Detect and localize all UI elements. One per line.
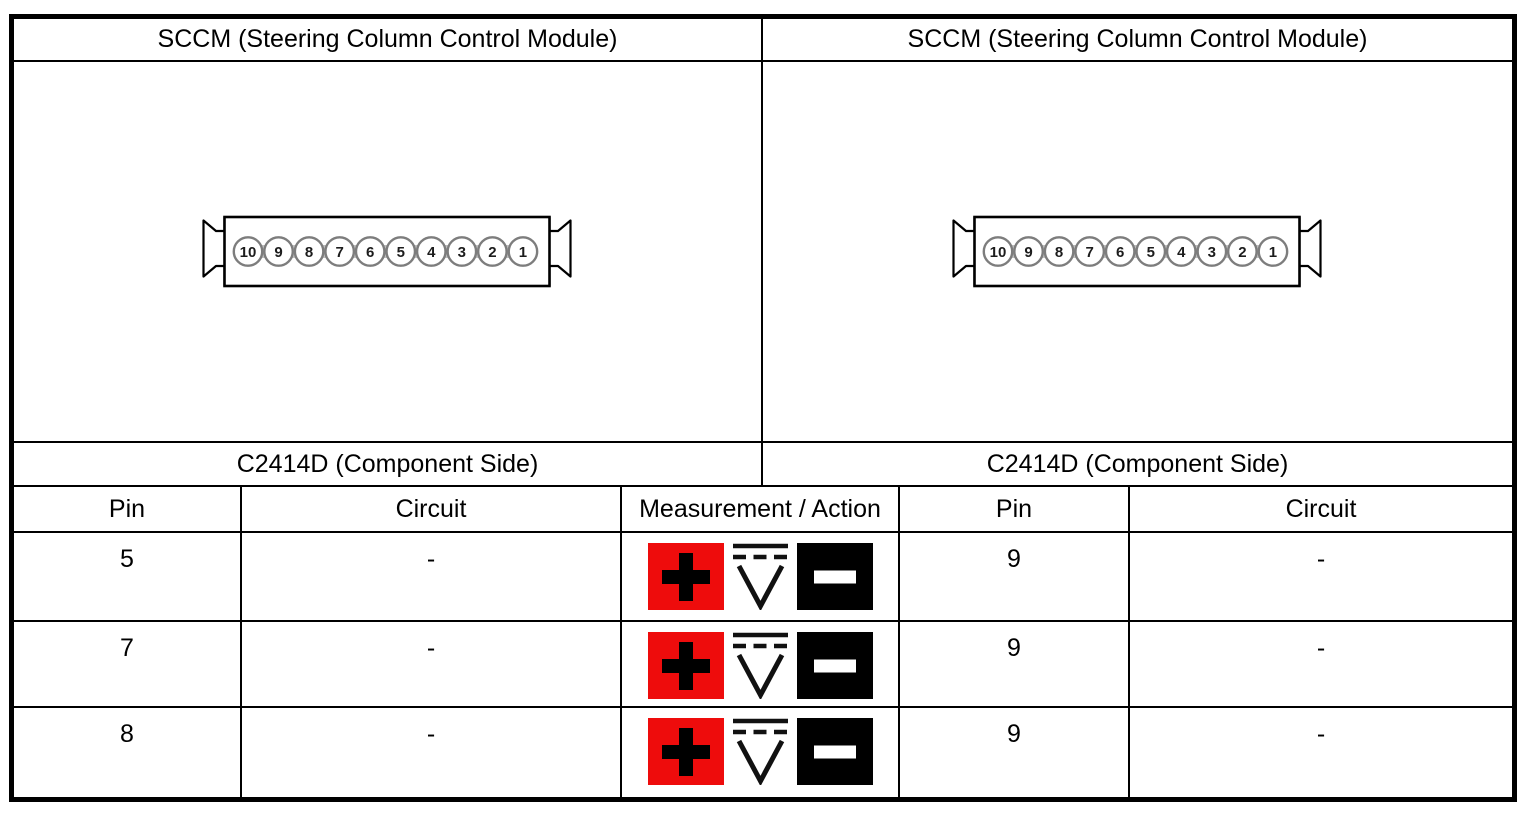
measurement-cell bbox=[622, 622, 900, 708]
connector-pin bbox=[385, 236, 417, 267]
dc-voltage-icon bbox=[732, 632, 788, 699]
dc-voltage-icon bbox=[732, 543, 788, 610]
connector-pin-number: 8 bbox=[1055, 244, 1063, 261]
connector-pin bbox=[293, 236, 325, 267]
connector-pins: 10 9 8 7 6 5 4 3 2 1 bbox=[232, 236, 539, 267]
connector-diagram: 10 9 8 7 6 5 4 3 2 1 bbox=[952, 215, 1322, 288]
pin-cell: 9 bbox=[900, 533, 1130, 622]
connector-pin-number: 9 bbox=[1024, 244, 1032, 261]
module-header-right: SCCM (Steering Column Control Module) bbox=[763, 19, 1512, 62]
circuit-column-header-right: Circuit bbox=[1130, 487, 1512, 533]
pin-cell: 5 bbox=[14, 533, 242, 622]
connector-pin bbox=[1074, 236, 1106, 267]
connector-wing-right bbox=[548, 217, 572, 286]
connector-pin bbox=[263, 236, 294, 267]
connector-pin bbox=[1043, 236, 1075, 267]
connector-panel-right: 10 9 8 7 6 5 4 3 2 1 bbox=[763, 62, 1512, 443]
connector-pins: 10 9 8 7 6 5 4 3 2 1 bbox=[982, 236, 1289, 267]
connector-pin bbox=[1135, 236, 1167, 267]
pin-cell: 8 bbox=[14, 708, 242, 797]
positive-lead-icon bbox=[647, 543, 724, 610]
measurement-cell bbox=[622, 533, 900, 622]
connector-pin-number: 5 bbox=[397, 244, 405, 261]
connector-pin bbox=[1013, 236, 1044, 267]
dc-voltage-icon bbox=[732, 718, 788, 785]
positive-lead-icon bbox=[647, 718, 724, 785]
pin-column-header-right: Pin bbox=[900, 487, 1130, 533]
circuit-column-header-left: Circuit bbox=[242, 487, 622, 533]
connector-wing-left bbox=[952, 217, 976, 286]
connector-pin-number: 6 bbox=[1116, 244, 1124, 261]
minus-icon bbox=[813, 745, 856, 758]
connector-pin bbox=[354, 236, 386, 267]
connector-pin-number: 7 bbox=[1085, 244, 1093, 261]
connector-pin bbox=[446, 236, 478, 267]
connector-pin-number: 5 bbox=[1147, 244, 1155, 261]
connector-wing-right bbox=[1298, 217, 1322, 286]
minus-icon bbox=[813, 659, 856, 672]
connector-pin bbox=[1165, 236, 1197, 267]
connector-pin-number: 1 bbox=[519, 244, 527, 261]
measurement-cell bbox=[622, 708, 900, 797]
circuit-cell: - bbox=[1130, 708, 1512, 797]
connector-label-right: C2414D (Component Side) bbox=[763, 443, 1512, 487]
connector-pin-number: 7 bbox=[335, 244, 343, 261]
circuit-cell: - bbox=[1130, 533, 1512, 622]
connector-pin-number: 3 bbox=[458, 244, 466, 261]
circuit-cell: - bbox=[242, 533, 622, 622]
connector-pin bbox=[507, 236, 539, 267]
pin-cell: 9 bbox=[900, 708, 1130, 797]
connector-pin bbox=[1257, 236, 1289, 267]
circuit-cell: - bbox=[242, 708, 622, 797]
connector-pin-number: 1 bbox=[1269, 244, 1277, 261]
connector-pin-number: 8 bbox=[305, 244, 313, 261]
connector-wing-left bbox=[202, 217, 226, 286]
connector-pin bbox=[1226, 236, 1258, 267]
connector-pin-number: 4 bbox=[427, 244, 436, 261]
connector-pin-number: 6 bbox=[366, 244, 374, 261]
circuit-cell: - bbox=[1130, 622, 1512, 708]
connector-pin-number: 10 bbox=[240, 244, 257, 261]
connector-pin bbox=[415, 236, 447, 267]
pin-column-header-left: Pin bbox=[14, 487, 242, 533]
module-header-left: SCCM (Steering Column Control Module) bbox=[14, 19, 763, 62]
connector-pin bbox=[476, 236, 508, 267]
connector-pin bbox=[1104, 236, 1136, 267]
connector-pin bbox=[1196, 236, 1228, 267]
connector-panel-left: 10 9 8 7 6 5 4 3 2 1 bbox=[14, 62, 763, 443]
measurement-action-header: Measurement / Action bbox=[622, 487, 900, 533]
minus-icon bbox=[813, 570, 856, 583]
pin-cell: 7 bbox=[14, 622, 242, 708]
negative-lead-icon bbox=[796, 632, 873, 699]
connector-label-left: C2414D (Component Side) bbox=[14, 443, 763, 487]
pinout-table: SCCM (Steering Column Control Module) SC… bbox=[9, 14, 1517, 802]
negative-lead-icon bbox=[796, 543, 873, 610]
negative-lead-icon bbox=[796, 718, 873, 785]
connector-pin bbox=[982, 236, 1014, 267]
connector-pin bbox=[232, 236, 264, 267]
pin-cell: 9 bbox=[900, 622, 1130, 708]
connector-pin-number: 10 bbox=[990, 244, 1007, 261]
connector-pin-number: 3 bbox=[1208, 244, 1216, 261]
connector-pin-number: 2 bbox=[488, 244, 496, 261]
connector-diagram: 10 9 8 7 6 5 4 3 2 1 bbox=[202, 215, 572, 288]
circuit-cell: - bbox=[242, 622, 622, 708]
connector-pin bbox=[324, 236, 356, 267]
connector-pin-number: 4 bbox=[1177, 244, 1186, 261]
positive-lead-icon bbox=[647, 632, 724, 699]
connector-pin-number: 9 bbox=[274, 244, 282, 261]
connector-pin-number: 2 bbox=[1238, 244, 1246, 261]
